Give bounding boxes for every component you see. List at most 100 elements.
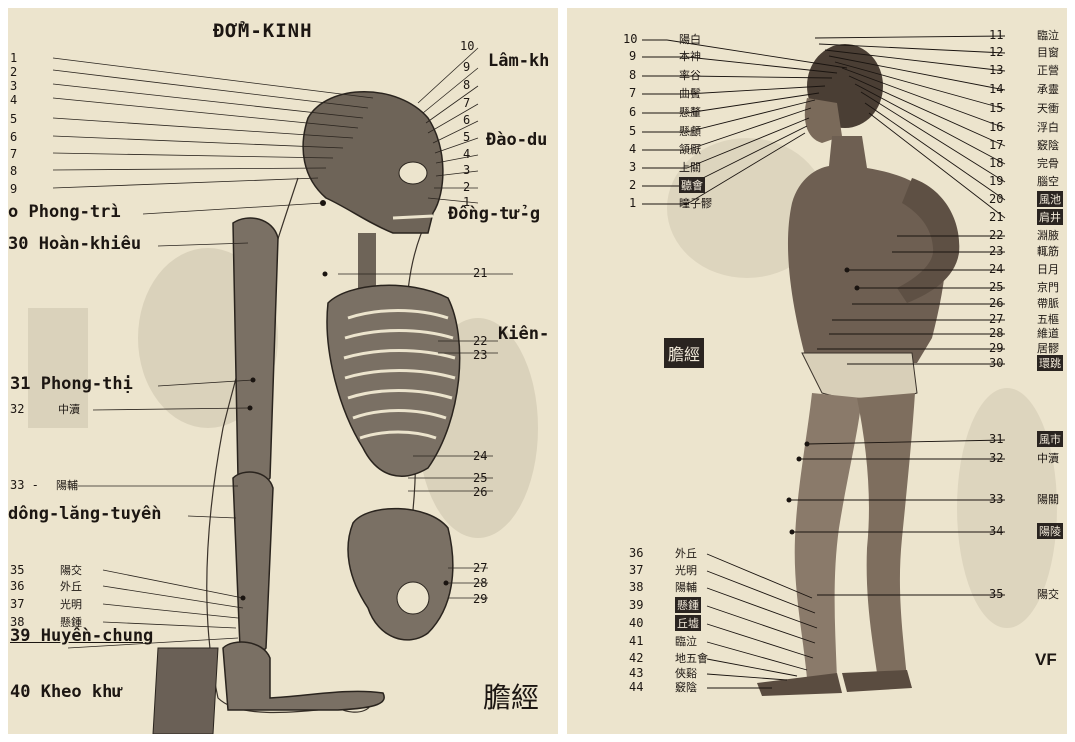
point-name-cjk: 聽會 [679, 177, 705, 193]
point-number: 21 [473, 266, 487, 280]
point-number: 35 [10, 563, 24, 577]
point-name-cjk: 頷厭 [679, 141, 701, 157]
label-dao-duong: Đào-du [486, 130, 547, 150]
point-name-cjk: 外丘 [675, 545, 697, 561]
point-name-cjk: 淵腋 [1037, 227, 1059, 243]
point-number: 29 [989, 341, 1003, 355]
point-number: 7 [629, 86, 636, 100]
label-hoan-khieu: 30 Hoàn-khiêu [8, 234, 141, 254]
point-number: 29 [473, 592, 487, 606]
point-number: 7 [10, 147, 17, 161]
point-name-cjk: 丘墟 [675, 615, 701, 631]
point-number: 23 [473, 348, 487, 362]
point-number: 39 [629, 598, 643, 612]
point-number: 36 [10, 579, 24, 593]
point-number: 3 [463, 163, 470, 177]
page-title: ĐỞM-KINH [213, 20, 313, 42]
point-number: 24 [473, 449, 487, 463]
point-number: 12 [989, 45, 1003, 59]
point-number: 7 [463, 96, 470, 110]
point-name-cjk: 臨泣 [1037, 27, 1059, 43]
point-name-cjk: 正營 [1037, 62, 1059, 78]
point-number: 44 [629, 680, 643, 694]
point-number: 19 [989, 174, 1003, 188]
vf-mark: VF [1035, 650, 1057, 670]
point-name-cjk: 懸顱 [679, 123, 701, 139]
label-dong-tu-giao: Đồng-tử-g [448, 204, 540, 224]
point-number: 36 [629, 546, 643, 560]
point-number: 26 [989, 296, 1003, 310]
point-number: 32 [989, 451, 1003, 465]
point-number: 5 [629, 124, 636, 138]
point-number: 2 [629, 178, 636, 192]
point-name-cjk: 陽輔 [675, 579, 697, 595]
point-name-cjk: 瞳子髎 [679, 195, 712, 211]
point-name-cjk: 目窗 [1037, 44, 1059, 60]
point-number: 28 [989, 326, 1003, 340]
point-name-cjk: 竅陰 [1037, 137, 1059, 153]
label-trung-doc-cjk: 中瀆 [58, 401, 80, 417]
point-number: 31 [989, 432, 1003, 446]
point-name-cjk: 日月 [1037, 261, 1059, 277]
point-number: 28 [473, 576, 487, 590]
point-name-cjk: 居髎 [1037, 340, 1059, 356]
point-name-cjk: 帶脈 [1037, 295, 1059, 311]
point-number: 22 [989, 228, 1003, 242]
point-number: 1 [629, 196, 636, 210]
label-phong-tri: o Phong-trì [8, 202, 121, 222]
point-number: 30 [989, 356, 1003, 370]
point-number: 37 [10, 597, 24, 611]
point-name-cjk: 輒筋 [1037, 243, 1059, 259]
point-name-cjk: 風池 [1037, 191, 1063, 207]
point-name-cjk: 陽關 [1037, 491, 1059, 507]
label-trung-doc-number: 32 [10, 402, 24, 416]
point-number: 21 [989, 210, 1003, 224]
point-name-cjk: 光明 [675, 562, 697, 578]
point-number: 6 [10, 130, 17, 144]
left-diagram-panel: ĐỞM-KINH 1 2 3 4 5 6 7 8 9 o Phong-trì 3… [8, 8, 558, 734]
point-number: 5 [10, 112, 17, 126]
point-name-cjk: 地五會 [675, 650, 708, 666]
point-number: 4 [629, 142, 636, 156]
point-name-cjk: 京門 [1037, 279, 1059, 295]
point-name-cjk: 中瀆 [1037, 450, 1059, 466]
point-name-cjk: 陽白 [679, 31, 701, 47]
point-number: 38 [629, 580, 643, 594]
point-number: 1 [10, 51, 17, 65]
point-number: 5 [463, 130, 470, 144]
point-number: 10 [623, 32, 637, 46]
point-number: 3 [10, 79, 17, 93]
label-lang-tuyen: dông-lăng-tuyền [8, 504, 162, 524]
point-number: 10 [460, 39, 474, 53]
point-number: 6 [629, 105, 636, 119]
point-number: 15 [989, 101, 1003, 115]
label-duong-phu-cjk: 陽輔 [56, 477, 78, 493]
point-number: 27 [989, 312, 1003, 326]
seal-text: 膽經 [483, 676, 539, 716]
point-number: 4 [463, 147, 470, 161]
point-name-cjk: 天衝 [1037, 100, 1059, 116]
point-name-cjk: 腦空 [1037, 173, 1059, 189]
point-number: 17 [989, 138, 1003, 152]
point-name-cjk: 懸鍾 [675, 597, 701, 613]
point-name-cjk: 竅陰 [675, 679, 697, 695]
point-name-cjk: 陽交 [1037, 586, 1059, 602]
point-name-cjk: 臨泣 [675, 633, 697, 649]
seal-stamp: 膽經 [664, 338, 704, 368]
label-duong-giao-cjk: 陽交 [60, 562, 82, 578]
point-number: 42 [629, 651, 643, 665]
point-number: 27 [473, 561, 487, 575]
point-number: 33 [989, 492, 1003, 506]
point-number: 9 [10, 182, 17, 196]
point-number: 20 [989, 192, 1003, 206]
point-number: 26 [473, 485, 487, 499]
point-number: 41 [629, 634, 643, 648]
point-number: 40 [629, 616, 643, 630]
label-lam-khap: Lâm-kh [488, 51, 549, 71]
point-number: 8 [629, 68, 636, 82]
point-number: 3 [629, 160, 636, 174]
point-name-cjk: 浮白 [1037, 119, 1059, 135]
point-number: 22 [473, 334, 487, 348]
point-name-cjk: 陽陵 [1037, 523, 1063, 539]
